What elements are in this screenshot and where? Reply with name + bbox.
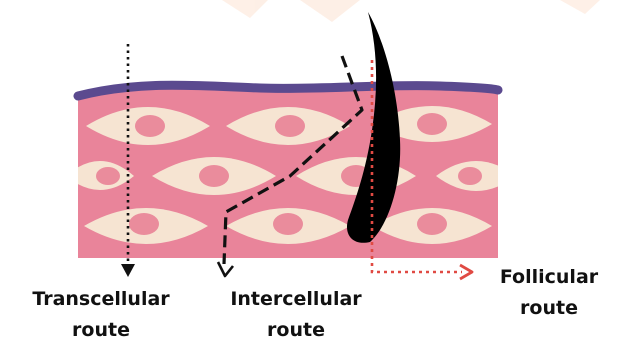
intercellular-label-line1: Intercellular [208, 284, 384, 315]
follicular-route-label: Follicular route [486, 262, 612, 324]
solid-triangle-down-icon [121, 264, 135, 277]
intercellular-route-label: Intercellular route [208, 284, 384, 346]
follicular-label-line1: Follicular [486, 262, 612, 293]
transcellular-label-line1: Transcellular [6, 284, 196, 315]
skin-tissue [66, 85, 516, 258]
transcellular-label-line2: route [6, 315, 196, 346]
transcellular-route-label: Transcellular route [6, 284, 196, 346]
follicular-label-line2: route [486, 293, 612, 324]
open-chevron-down-icon [218, 262, 233, 276]
watermark-shape [222, 0, 600, 22]
intercellular-label-line2: route [208, 315, 384, 346]
